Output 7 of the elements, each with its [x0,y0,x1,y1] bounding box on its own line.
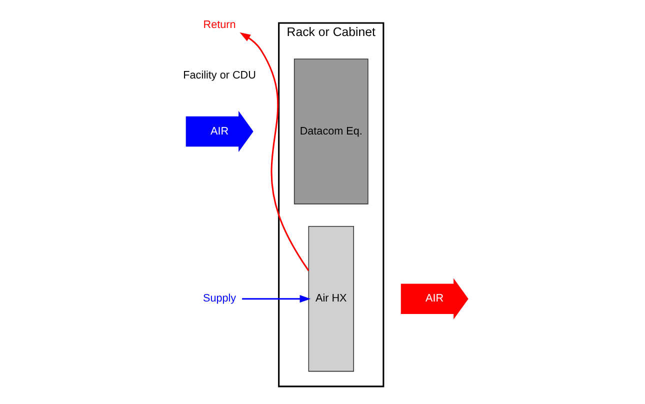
node-box: Air HX [308,226,354,372]
arrow [239,32,309,272]
node-box: Datacom Eq. [293,58,368,204]
label: Facility or CDU [182,70,256,82]
node-text: Supply [202,292,236,305]
arrow [242,295,310,303]
node-text: Return [202,19,236,32]
